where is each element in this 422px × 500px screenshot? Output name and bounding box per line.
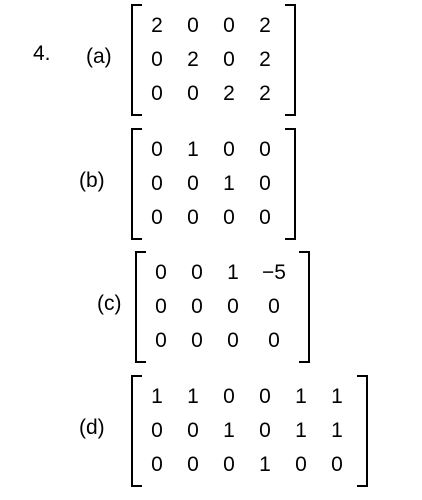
matrix-cell: −5 xyxy=(262,261,286,284)
matrix-cell: 0 xyxy=(151,419,163,442)
matrix-cell: 0 xyxy=(268,329,280,352)
matrix-cell: 0 xyxy=(331,453,343,476)
matrix-cell: 0 xyxy=(155,329,167,352)
matrix-cell: 0 xyxy=(191,329,203,352)
matrix-cell: 1 xyxy=(223,419,235,442)
part-label: (a) xyxy=(86,45,112,68)
matrix-cell: 0 xyxy=(187,206,199,229)
matrix-cell: 0 xyxy=(155,261,167,284)
matrix-cell: 0 xyxy=(151,453,163,476)
matrix-grid: 0 0 1 −5 0 0 0 0 0 0 0 0 xyxy=(143,257,297,356)
matrix-cell: 1 xyxy=(331,419,343,442)
matrix-cell: 0 xyxy=(187,172,199,195)
matrix-cell: 0 xyxy=(259,206,271,229)
matrix-part: (c) 0 0 1 −5 0 0 0 0 0 0 0 0 xyxy=(0,251,422,375)
matrix-cell: 2 xyxy=(259,48,271,71)
right-bracket xyxy=(357,375,368,487)
matrix-cell: 0 xyxy=(223,206,235,229)
matrix-cell: 0 xyxy=(151,82,163,105)
matrix-cell: 0 xyxy=(295,453,307,476)
matrix-cell: 0 xyxy=(191,295,203,318)
matrix-cell: 1 xyxy=(331,385,343,408)
matrix-cell: 0 xyxy=(268,295,280,318)
matrix-cell: 0 xyxy=(223,138,235,161)
part-label: (c) xyxy=(97,292,122,315)
matrix-cell: 1 xyxy=(187,138,199,161)
right-bracket xyxy=(285,4,296,116)
matrix-cell: 0 xyxy=(191,261,203,284)
matrix-cell: 0 xyxy=(155,295,167,318)
matrix-cell: 0 xyxy=(187,14,199,37)
matrix-cell: 2 xyxy=(259,82,271,105)
matrix-grid: 0 1 0 0 0 0 1 0 0 0 0 0 xyxy=(139,134,283,233)
matrix-cell: 0 xyxy=(223,14,235,37)
matrix-cell: 0 xyxy=(187,419,199,442)
right-bracket xyxy=(299,251,310,363)
matrix-cell: 0 xyxy=(151,206,163,229)
matrix-cell: 0 xyxy=(259,419,271,442)
matrix-cell: 0 xyxy=(151,48,163,71)
part-label: (d) xyxy=(79,416,105,439)
left-bracket xyxy=(131,375,142,487)
matrix-part: (b) 0 1 0 0 0 0 1 0 0 0 0 0 xyxy=(0,128,422,252)
matrix-cell: 1 xyxy=(227,261,239,284)
matrix-cell: 0 xyxy=(259,172,271,195)
matrix-cell: 2 xyxy=(223,82,235,105)
matrix-cell: 1 xyxy=(295,385,307,408)
problem-number: 4. xyxy=(33,42,51,65)
matrix-cell: 1 xyxy=(187,385,199,408)
matrix-cell: 0 xyxy=(187,453,199,476)
part-label: (b) xyxy=(79,169,105,192)
matrix-cell: 0 xyxy=(223,48,235,71)
left-bracket xyxy=(131,4,142,116)
matrix-cell: 2 xyxy=(259,14,271,37)
matrix-cell: 0 xyxy=(151,138,163,161)
matrix-cell: 0 xyxy=(151,172,163,195)
right-bracket xyxy=(285,128,296,240)
matrix-cell: 0 xyxy=(259,138,271,161)
matrix-cell: 0 xyxy=(227,329,239,352)
matrix-part: (d) 1 1 0 0 1 1 0 0 1 0 1 1 0 0 0 1 0 0 xyxy=(0,375,422,499)
matrix-cell: 0 xyxy=(259,385,271,408)
matrix-grid: 2 0 0 2 0 2 0 2 0 0 2 2 xyxy=(139,10,283,109)
matrix-cell: 1 xyxy=(295,419,307,442)
matrix-cell: 0 xyxy=(187,82,199,105)
matrix-cell: 1 xyxy=(259,453,271,476)
matrix-cell: 1 xyxy=(223,172,235,195)
left-bracket xyxy=(135,251,146,363)
matrix-part: (a) 2 0 0 2 0 2 0 2 0 0 2 2 xyxy=(0,4,422,128)
matrix-cell: 1 xyxy=(151,385,163,408)
matrix-cell: 2 xyxy=(151,14,163,37)
matrix-grid: 1 1 0 0 1 1 0 0 1 0 1 1 0 0 0 1 0 0 xyxy=(139,381,355,480)
matrix-cell: 2 xyxy=(187,48,199,71)
left-bracket xyxy=(131,128,142,240)
matrix-cell: 0 xyxy=(223,453,235,476)
matrix-cell: 0 xyxy=(227,295,239,318)
matrix-cell: 0 xyxy=(223,385,235,408)
